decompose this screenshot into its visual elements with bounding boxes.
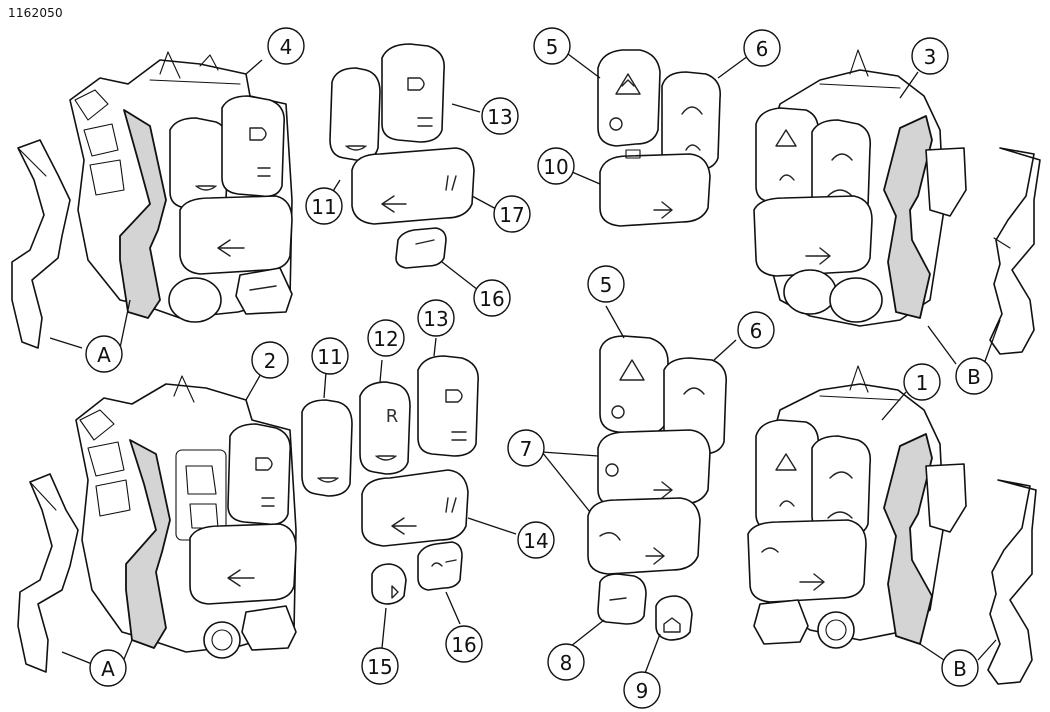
callout-10: 10 (537, 147, 575, 185)
callout-5-bottom: 5 (587, 265, 625, 303)
svg-text:14: 14 (523, 529, 548, 553)
callout-13-bottom: 13 (417, 299, 455, 337)
callout-11-top: 11 (305, 187, 343, 225)
svg-text:16: 16 (479, 287, 504, 311)
svg-text:1: 1 (916, 371, 929, 395)
svg-text:2: 2 (264, 349, 277, 373)
callout-5-top: 5 (533, 27, 571, 65)
svg-text:5: 5 (546, 35, 559, 59)
callout-8: 8 (547, 643, 585, 681)
svg-text:10: 10 (543, 155, 568, 179)
callout-13-top: 13 (481, 97, 519, 135)
svg-text:7: 7 (520, 437, 533, 461)
callout-6-bottom: 6 (737, 311, 775, 349)
callout-9: 9 (623, 671, 661, 709)
svg-text:5: 5 (600, 273, 613, 297)
svg-text:6: 6 (750, 319, 763, 343)
callout-17: 17 (493, 195, 531, 233)
assembly-2 (17, 371, 297, 673)
svg-text:11: 11 (311, 195, 336, 219)
svg-text:17: 17 (499, 203, 524, 227)
svg-text:13: 13 (423, 307, 448, 331)
svg-text:11: 11 (317, 345, 342, 369)
svg-text:16: 16 (451, 633, 476, 657)
callout-12: 12 (367, 319, 405, 357)
callout-B-top: B (955, 357, 993, 395)
callout-B-bottom: B (941, 649, 979, 687)
callout-11-bottom: 11 (311, 337, 349, 375)
callout-6-top: 6 (743, 29, 781, 67)
svg-text:B: B (967, 365, 981, 389)
svg-text:15: 15 (367, 655, 392, 679)
callout-1: 1 (903, 363, 941, 401)
svg-text:6: 6 (756, 37, 769, 61)
svg-text:B: B (953, 657, 967, 681)
svg-text:A: A (97, 343, 111, 367)
callout-7: 7 (507, 429, 545, 467)
caps-group-bottom-left: R (301, 337, 517, 649)
assembly-1 (747, 365, 1037, 685)
figure-id: 1162050 (8, 6, 63, 20)
assembly-4 (11, 51, 293, 349)
assembly-3 (753, 49, 1041, 365)
caps-group-bottom-right (541, 305, 737, 677)
callout-16-top: 16 (473, 279, 511, 317)
svg-text:12: 12 (373, 327, 398, 351)
svg-text:4: 4 (280, 35, 293, 59)
svg-text:8: 8 (560, 651, 573, 675)
svg-text:13: 13 (487, 105, 512, 129)
callout-15: 15 (361, 647, 399, 685)
callout-A-top: A (85, 335, 123, 373)
reverse-cap-letter: R (386, 406, 399, 427)
svg-text:A: A (101, 657, 115, 681)
callout-4: 4 (267, 27, 305, 65)
callout-14: 14 (517, 521, 555, 559)
svg-text:9: 9 (636, 679, 649, 703)
svg-text:3: 3 (924, 45, 937, 69)
callout-2: 2 (251, 341, 289, 379)
caps-group-top-right (567, 49, 749, 227)
callout-A-bottom: A (89, 649, 127, 687)
caps-group-top-left (329, 43, 499, 291)
callout-16-bottom: 16 (445, 625, 483, 663)
callout-3: 3 (911, 37, 949, 75)
